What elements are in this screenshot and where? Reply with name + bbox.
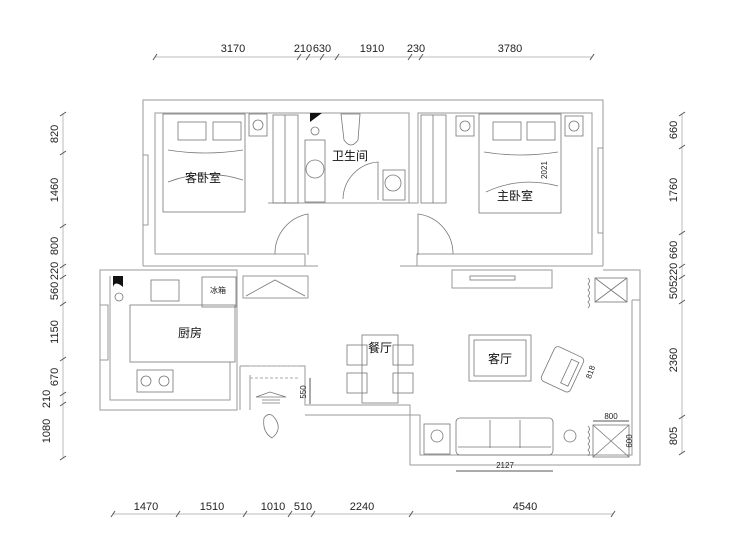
bed-length-dimension: 2021 [540,161,549,179]
wardrobe-master [420,114,447,204]
dim-left-1: 1460 [49,178,61,202]
dim-top-5: 3780 [498,43,522,55]
dim-left-5: 1150 [49,320,61,344]
dim-right-5: 2360 [668,348,680,372]
meter-icon [114,292,124,302]
room-label-master-bedroom: 主卧室 [497,188,533,203]
fridge [201,276,237,308]
curtain [587,425,590,457]
dim-right-1: 1760 [668,178,680,202]
dim-left-3: 220 [49,262,61,280]
cabinet-bottom-right [592,424,630,458]
dim-right-6: 805 [668,427,680,445]
cabinet-width-dimension: 800 [604,412,618,421]
dim-right-3: 220 [668,263,680,281]
lamp-icon [252,119,264,131]
sofa [455,417,554,456]
guest-bed [162,113,246,213]
gas-stove [136,369,174,393]
bottom-dimensions: 1470 1510 1010 510 2240 4540 [110,501,616,518]
dim-right-0: 660 [668,121,680,139]
entrance-arrow-icon [255,391,287,404]
curtain [587,277,590,309]
dim-top-2: 630 [313,43,331,55]
dim-left-6: 670 [49,368,61,386]
dim-bottom-0: 1470 [134,501,158,513]
left-dimensions: 820 1460 800 220 560 1150 670 210 1080 [41,111,67,461]
cabinet-top-right [594,277,628,303]
person-icon [263,414,279,439]
dim-top-4: 230 [407,43,425,55]
dim-bottom-5: 4540 [513,501,537,513]
coffee-table [468,334,532,382]
dim-left-2: 800 [49,237,61,255]
top-dimensions: 3170 210 630 1910 230 3780 [152,43,595,61]
floor-lamp-icon [563,429,577,443]
dim-top-3: 1910 [360,43,384,55]
lamp-icon [568,120,580,132]
nightstand [564,115,584,137]
dining-table [346,334,414,404]
lamp-icon [430,429,444,443]
water-heater [113,276,123,287]
dim-bottom-4: 2240 [350,501,374,513]
lamp-icon [459,120,471,132]
armchair-dimension: 818 [584,364,597,380]
dim-left-4: 560 [49,282,61,300]
dim-top-0: 3170 [221,43,245,55]
wardrobe-guest [272,114,299,204]
sofa-dimension: 2127 [496,461,514,470]
nightstand [455,115,475,137]
room-label-dining: 餐厅 [368,340,392,355]
room-label-living: 客厅 [488,351,512,366]
dim-right-4: 505 [668,281,680,299]
dim-right-2: 660 [668,241,680,259]
dim-left-8: 1080 [41,419,53,443]
dim-bottom-1: 1510 [200,501,224,513]
master-bed [478,113,562,214]
dim-bottom-3: 510 [294,501,312,513]
room-label-kitchen: 厨房 [178,325,202,340]
walls [99,99,641,466]
dim-left-0: 820 [49,125,61,143]
dim-top-1: 210 [294,43,312,55]
dim-bottom-2: 1010 [261,501,285,513]
sink [150,279,180,302]
side-table [423,423,451,455]
dim-left-7: 210 [41,390,53,408]
armchair [540,346,585,393]
corridor-dimension: 550 [299,385,308,399]
right-dimensions: 660 1760 660 220 505 2360 805 [668,111,686,456]
bathroom-fixtures [304,113,406,203]
cabinet-depth-dimension: 600 [625,434,634,448]
doors [274,161,454,255]
kitchen-floor [129,304,236,363]
room-label-guest-bedroom: 客卧室 [185,170,221,185]
nightstand [248,113,268,137]
room-label-bathroom: 卫生间 [332,149,368,163]
fridge-label: 冰箱 [210,285,226,295]
